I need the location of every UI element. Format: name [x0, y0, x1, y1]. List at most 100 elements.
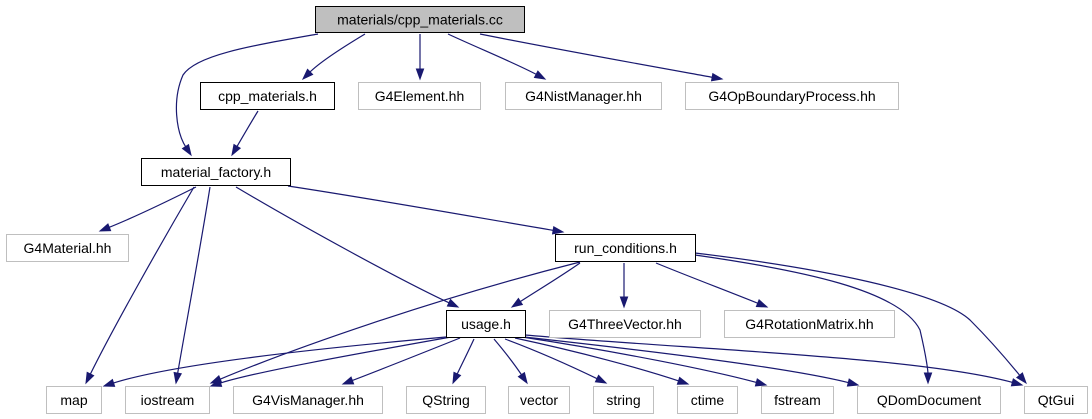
- edge-run-conditions-h-to-qdomdocument: [694, 254, 933, 385]
- node-qstring: QString: [406, 386, 486, 414]
- node-box: [505, 82, 662, 110]
- node-box: [6, 234, 129, 262]
- edge-line: [514, 337, 680, 382]
- arrowhead-icon: [446, 298, 460, 308]
- node-material-factory-h[interactable]: material_factory.h: [141, 158, 291, 186]
- edge-line: [524, 334, 1014, 384]
- edge-line: [175, 33, 319, 148]
- edge-usage-h-to-qdomdocument: [523, 336, 860, 387]
- node-label: material_factory.h: [161, 164, 271, 180]
- node-g4material: G4Material.hh: [6, 234, 129, 262]
- arrowhead-icon: [231, 143, 242, 157]
- edge-line: [112, 336, 447, 384]
- edge-usage-h-to-fstream: [521, 336, 768, 387]
- arrowhead-icon: [755, 299, 769, 308]
- arrowhead-icon: [846, 378, 860, 387]
- edge-line: [108, 186, 197, 229]
- edge-line: [694, 254, 929, 375]
- edge-usage-h-to-ctime: [514, 337, 690, 385]
- node-box: [446, 310, 526, 338]
- edge-material-factory-h-to-map: [85, 186, 195, 385]
- node-label: G4OpBoundaryProcess.hh: [708, 88, 875, 104]
- arrowhead-icon: [594, 374, 608, 384]
- node-label: map: [60, 392, 87, 408]
- edges-layer: [85, 33, 1027, 387]
- node-box: [593, 386, 654, 414]
- arrowhead-icon: [181, 143, 192, 157]
- node-box: [677, 386, 738, 414]
- arrowhead-icon: [415, 68, 425, 81]
- edge-run-conditions-h-to-qtgui: [694, 252, 1027, 385]
- edge-cpp-materials-h-to-material-factory-h: [231, 110, 259, 157]
- node-label: G4VisManager.hh: [252, 392, 364, 408]
- node-box: [406, 386, 486, 414]
- arrowhead-icon: [510, 297, 524, 308]
- arrowhead-icon: [341, 376, 355, 385]
- node-g4threevector: G4ThreeVector.hh: [549, 310, 701, 338]
- arrowhead-icon: [551, 226, 565, 235]
- node-g4vismanager: G4VisManager.hh: [233, 386, 383, 414]
- edge-root-to-material-factory-h: [175, 33, 319, 157]
- node-run-conditions-h[interactable]: run_conditions.h: [555, 234, 696, 262]
- edge-line: [447, 33, 538, 76]
- edge-material-factory-h-to-iostream: [173, 186, 211, 385]
- edge-line: [351, 337, 461, 382]
- node-box: [508, 386, 570, 414]
- node-box: [141, 158, 291, 186]
- edge-usage-h-to-iostream: [209, 336, 452, 387]
- node-label: vector: [520, 392, 558, 408]
- arrowhead-icon: [923, 372, 933, 385]
- edge-root-to-cpp-materials-h: [301, 33, 366, 81]
- edge-run-conditions-h-to-g4threevector: [619, 262, 629, 309]
- node-box: [555, 234, 696, 262]
- edge-line: [504, 338, 599, 380]
- node-label: iostream: [141, 392, 195, 408]
- node-label: cpp_materials.h: [218, 88, 317, 104]
- edge-root-to-g4nistmanager: [447, 33, 547, 80]
- node-label: usage.h: [461, 316, 511, 332]
- arrowhead-icon: [676, 376, 690, 385]
- edge-usage-h-to-g4vismanager: [341, 337, 461, 385]
- edge-line: [236, 110, 259, 148]
- arrowhead-icon: [173, 371, 183, 385]
- arrowhead-icon: [710, 72, 724, 82]
- node-box: [549, 310, 701, 338]
- node-usage-h[interactable]: usage.h: [446, 310, 526, 338]
- node-cpp-materials-h[interactable]: cpp_materials.h: [200, 82, 335, 110]
- edge-material-factory-h-to-g4material: [98, 186, 197, 232]
- node-label: G4NistManager.hh: [525, 88, 642, 104]
- edge-root-to-g4element: [415, 33, 425, 81]
- edge-usage-h-to-vector: [493, 338, 528, 385]
- node-iostream: iostream: [125, 386, 210, 414]
- edge-material-factory-h-to-usage-h: [235, 186, 460, 308]
- edge-line: [655, 262, 759, 305]
- node-label: G4Element.hh: [375, 88, 465, 104]
- arrowhead-icon: [619, 296, 629, 309]
- node-label: G4RotationMatrix.hh: [745, 316, 873, 332]
- edge-usage-h-to-string: [504, 338, 608, 384]
- node-box: [46, 386, 102, 414]
- node-map: map: [46, 386, 102, 414]
- node-label: ctime: [691, 392, 725, 408]
- node-fstream: fstream: [761, 386, 834, 414]
- node-box: [200, 82, 335, 110]
- node-g4opboundary: G4OpBoundaryProcess.hh: [685, 82, 899, 110]
- node-box: [315, 6, 525, 33]
- edge-line: [479, 33, 714, 78]
- node-g4nistmanager: G4NistManager.hh: [505, 82, 662, 110]
- node-g4element: G4Element.hh: [358, 82, 481, 110]
- node-vector: vector: [508, 386, 570, 414]
- node-label: G4Material.hh: [24, 240, 112, 256]
- edge-line: [219, 336, 452, 384]
- arrowhead-icon: [452, 371, 462, 385]
- edge-line: [219, 261, 581, 381]
- edge-line: [694, 252, 1021, 377]
- node-box: [1024, 386, 1088, 414]
- edge-run-conditions-h-to-usage-h: [510, 262, 581, 308]
- node-box: [125, 386, 210, 414]
- node-label: fstream: [774, 392, 821, 408]
- edge-material-factory-h-to-run-conditions-h: [287, 185, 565, 235]
- node-label: QString: [422, 392, 469, 408]
- arrowhead-icon: [1010, 378, 1024, 387]
